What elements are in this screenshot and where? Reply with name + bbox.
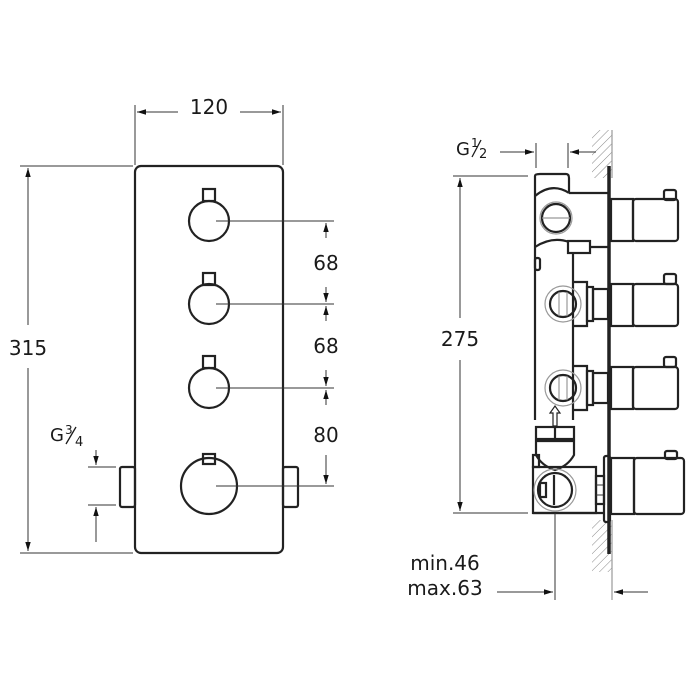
side-thermostat-handle bbox=[609, 449, 686, 516]
front-view: 120 315 bbox=[9, 95, 339, 555]
side-height-dimension: 275 bbox=[441, 327, 479, 351]
handle-1 bbox=[187, 187, 231, 243]
spacing-dimension-2: 68 bbox=[313, 334, 338, 358]
svg-text:G: G bbox=[456, 139, 470, 160]
svg-text:3: 3 bbox=[65, 423, 73, 437]
inlet-right bbox=[281, 465, 300, 509]
wall-hatch bbox=[592, 520, 612, 572]
side-handle-2 bbox=[609, 272, 680, 328]
svg-text:2: 2 bbox=[479, 147, 487, 162]
depth-min-label: min.46 bbox=[410, 551, 480, 575]
side-handle-1 bbox=[609, 188, 680, 243]
inlet-thread-label: G 3 4 bbox=[50, 423, 83, 450]
svg-text:G: G bbox=[50, 425, 64, 446]
thermostat-handle bbox=[179, 452, 239, 516]
wall-hatch bbox=[592, 130, 612, 178]
spacing-dimension-1: 68 bbox=[313, 251, 338, 275]
outlet-thread-label: G 1 2 bbox=[456, 136, 487, 162]
svg-text:1: 1 bbox=[471, 136, 479, 150]
width-dimension: 120 bbox=[190, 95, 228, 119]
spacing-dimension-3: 80 bbox=[313, 423, 338, 447]
height-dimension: 315 bbox=[9, 336, 47, 360]
handle-2 bbox=[187, 271, 231, 326]
side-handle-3 bbox=[609, 355, 680, 411]
handle-3 bbox=[187, 354, 231, 410]
side-view: G 1 2 bbox=[407, 130, 686, 600]
depth-max-label: max.63 bbox=[407, 576, 482, 600]
svg-text:4: 4 bbox=[75, 435, 83, 450]
valve-body bbox=[531, 172, 612, 524]
cover-plate bbox=[133, 164, 285, 555]
flow-arrow-icon bbox=[548, 404, 562, 427]
inlet-left bbox=[118, 465, 137, 509]
